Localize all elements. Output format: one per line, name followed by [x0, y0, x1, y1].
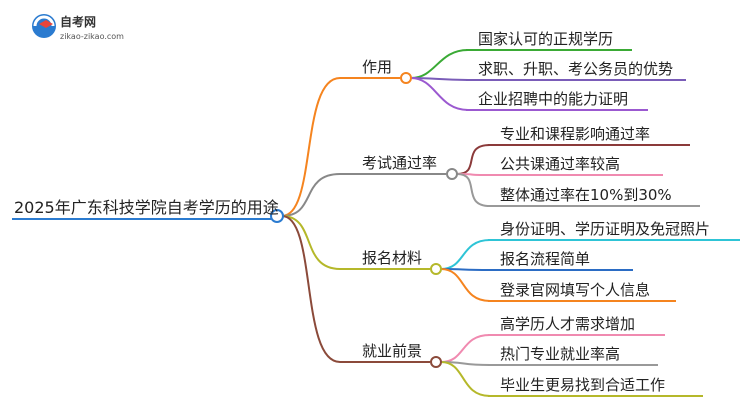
logo-url: zikao-zikao.com	[60, 32, 124, 41]
branch-node	[400, 72, 412, 84]
branch-label: 考试通过率	[362, 154, 438, 172]
leaf-connector	[440, 239, 491, 270]
leaf-label: 高学历人才需求增加	[500, 315, 636, 333]
leaf-label: 国家认可的正规学历	[478, 30, 614, 48]
leaf-connector	[440, 361, 491, 397]
graduation-cap-icon	[32, 14, 56, 38]
leaf-connector	[440, 334, 491, 363]
leaf-label: 热门专业就业率高	[500, 345, 621, 363]
branch-node	[430, 356, 442, 368]
leaf-connector	[440, 268, 491, 302]
leaf-label: 整体通过率在10%到30%	[500, 186, 672, 204]
branch-connector	[281, 173, 341, 217]
leaf-label: 登录官网填写个人信息	[500, 281, 651, 299]
leaf-label: 企业招聘中的能力证明	[478, 90, 629, 108]
leaf-label: 身份证明、学历证明及免冠照片	[500, 220, 711, 238]
branch-connector	[281, 215, 341, 270]
root-label: 2025年广东科技学院自考学历的用途	[14, 198, 279, 217]
branch-node	[430, 263, 442, 275]
branch-connector	[281, 215, 341, 363]
logo-name: 自考网	[60, 15, 97, 29]
branch-node	[446, 168, 458, 180]
branch-label: 报名材料	[362, 249, 423, 267]
root-node	[270, 209, 284, 223]
leaf-label: 毕业生更易找到合适工作	[500, 376, 666, 394]
leaf-label: 公共课通过率较高	[500, 155, 621, 173]
branch-label: 就业前景	[362, 342, 423, 360]
leaf-label: 专业和课程影响通过率	[500, 125, 651, 143]
branch-connector	[281, 77, 341, 217]
leaf-connector	[456, 173, 491, 207]
leaf-connector	[456, 144, 491, 175]
leaf-label: 求职、升职、考公务员的优势	[478, 60, 674, 78]
leaf-label: 报名流程简单	[500, 250, 591, 268]
branch-label: 作用	[362, 58, 393, 76]
leaf-connector	[410, 49, 469, 79]
leaf-connector	[410, 77, 469, 111]
logo: 自考网 zikao-zikao.com	[30, 10, 140, 50]
